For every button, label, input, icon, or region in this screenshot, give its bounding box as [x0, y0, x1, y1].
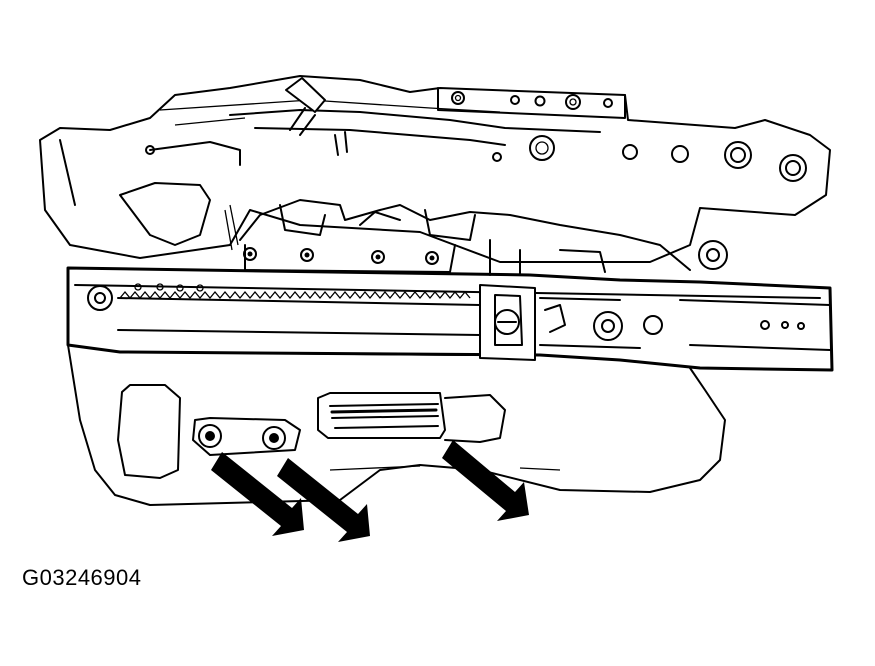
bolt-arrow-left: [211, 452, 304, 536]
figure-id-label: G03246904: [22, 565, 142, 590]
adjuster-mechanism: [224, 199, 691, 276]
side-shield-panel: [67, 344, 726, 506]
bolt-arrow-middle: [277, 458, 370, 542]
lower-track-rail: [66, 266, 834, 372]
trim-arrow-right: [442, 440, 529, 521]
upper-seat-frame: [39, 75, 831, 270]
